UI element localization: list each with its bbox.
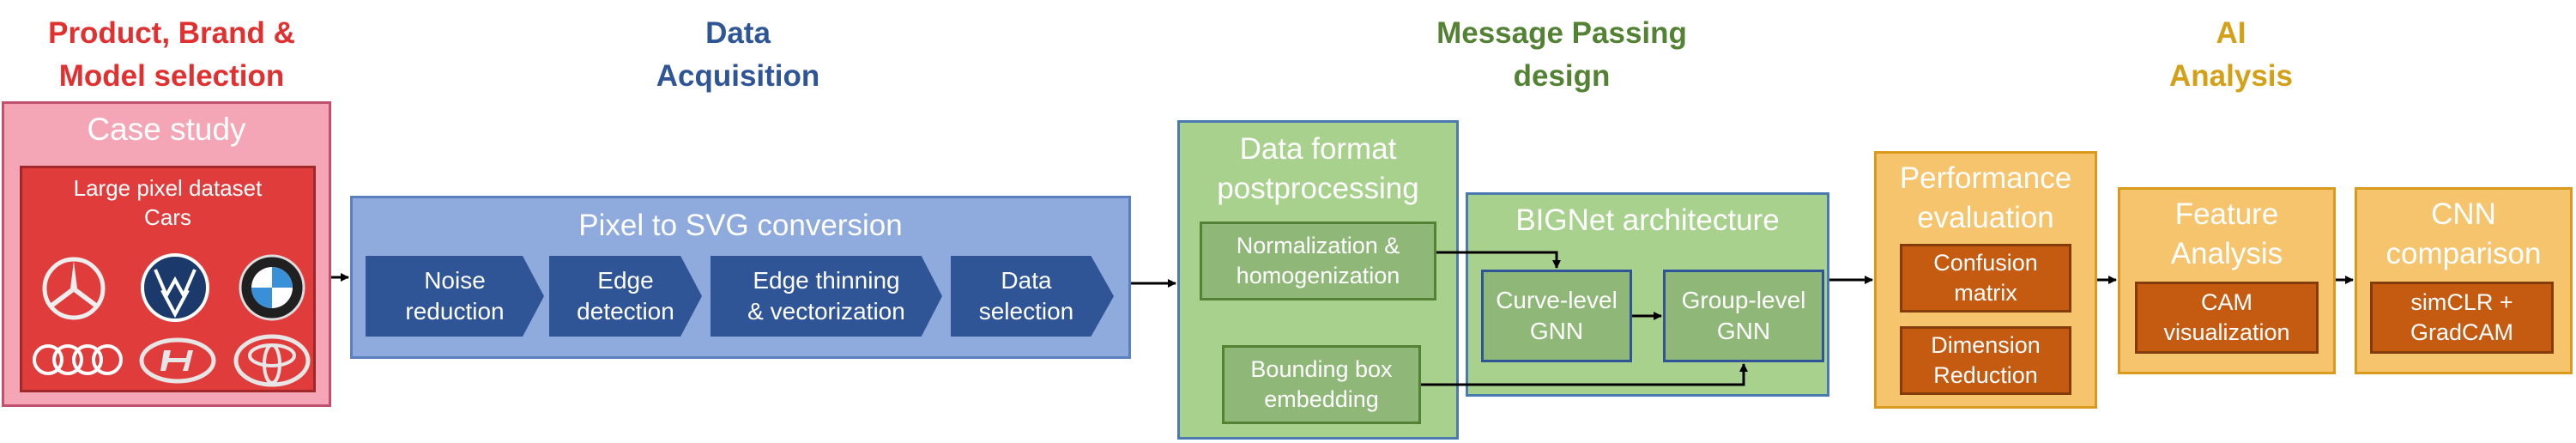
- header-ai-analysis: AI Analysis: [2169, 16, 2293, 93]
- bmw-logo: [239, 254, 305, 321]
- arrow-normalization-to-curve: [1436, 251, 1561, 269]
- pixel-to-svg-title: Pixel to SVG conversion: [578, 209, 903, 242]
- case-study-box: Case study Large pixel dataset Cars: [2, 101, 331, 407]
- toyota-logo: [233, 334, 311, 387]
- header-data-acquisition: Data Acquisition: [656, 16, 820, 93]
- mercedes-logo: [42, 257, 106, 320]
- postprocessing-title: Data format postprocessing: [1217, 132, 1419, 205]
- case-study-title: Case study: [87, 112, 246, 147]
- arrow-bounding-to-group: [1421, 363, 1748, 386]
- hyundai-logo: [139, 337, 216, 384]
- dataset-box: Large pixel dataset Cars: [20, 166, 316, 392]
- normalization-box: Normalization &homogenization: [1200, 222, 1436, 300]
- header-product-brand-model: Product, Brand & Model selection: [48, 16, 295, 93]
- header-message-passing: Message Passing design: [1436, 16, 1687, 93]
- bignet-title: BIGNet architecture: [1515, 203, 1780, 237]
- simclr-gradcam-box: simCLR +GradCAM: [2370, 282, 2554, 354]
- volkswagen-logo: [141, 253, 209, 322]
- audi-logo: [33, 344, 123, 375]
- feature-analysis-title: Feature Analysis: [2170, 197, 2283, 270]
- dataset-label: Large pixel dataset Cars: [73, 175, 263, 230]
- cnn-comparison-title: CNN comparison: [2386, 197, 2542, 270]
- step-edge-thinning-vectorization: Edge thinning& vectorization: [711, 256, 942, 337]
- performance-title: Performance evaluation: [1899, 161, 2072, 234]
